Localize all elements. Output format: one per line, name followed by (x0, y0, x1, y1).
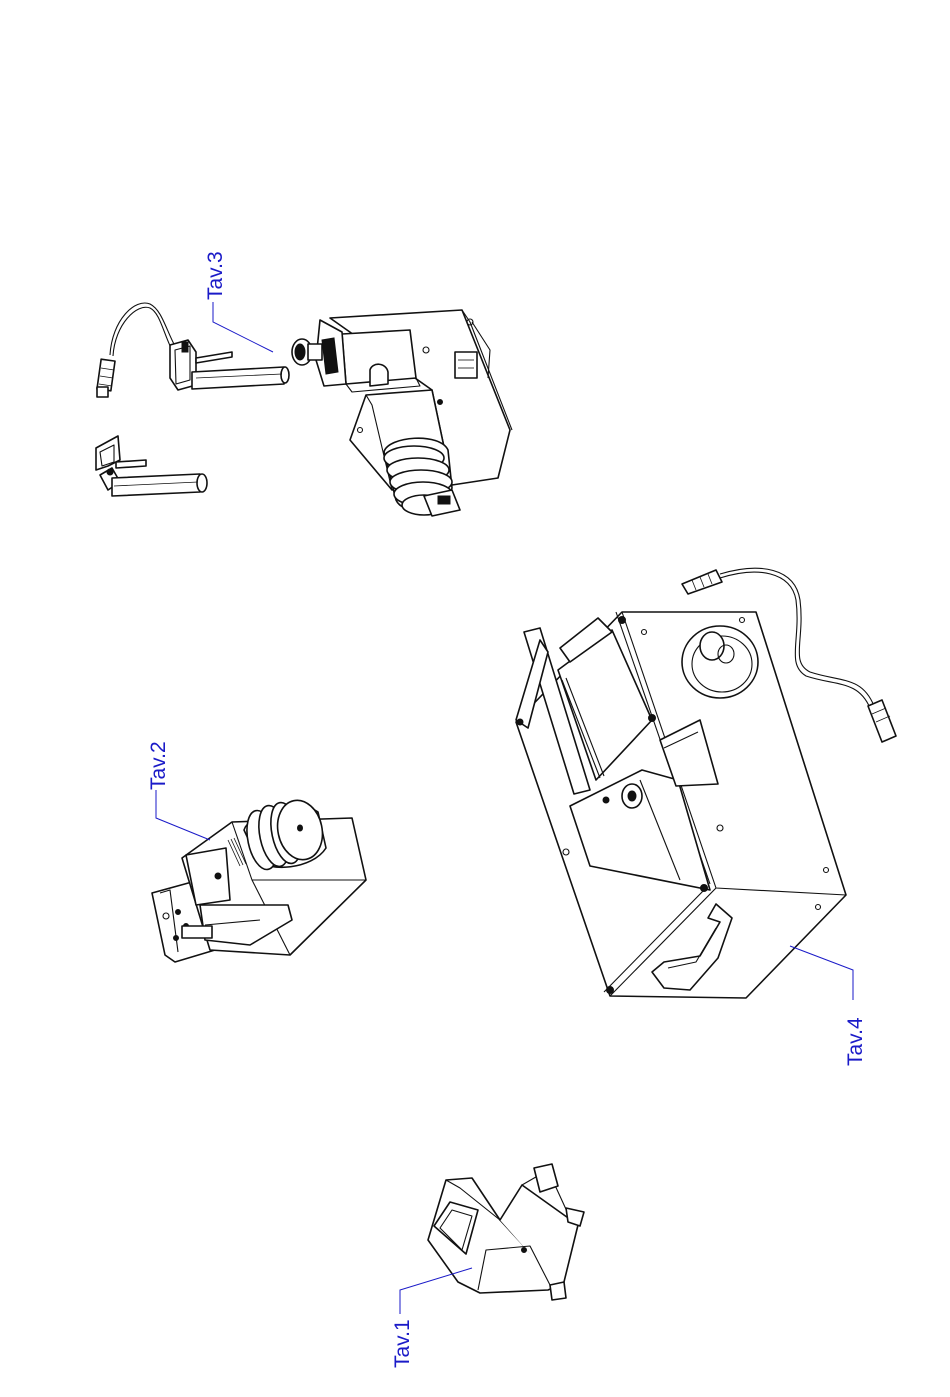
tav2-leader (156, 790, 210, 840)
tav3-label: Tav.3 (204, 251, 227, 300)
tav3-assembly (96, 303, 512, 516)
tav1-label: Tav.1 (391, 1319, 414, 1368)
tav3-leader (213, 302, 273, 352)
tav2-label: Tav.2 (147, 741, 170, 790)
tav4-leader (790, 946, 853, 1000)
tav4-fitting (682, 626, 758, 698)
tav4-assembly (516, 568, 896, 998)
tav3-lower-rod (96, 436, 207, 496)
tav2-assembly (152, 796, 366, 962)
tav3-upper-rod (170, 340, 289, 390)
tav4-label: Tav.4 (844, 1017, 867, 1066)
tav3-motor (384, 438, 460, 516)
tav1-assembly (428, 1164, 584, 1300)
tav3-cable (97, 303, 176, 397)
